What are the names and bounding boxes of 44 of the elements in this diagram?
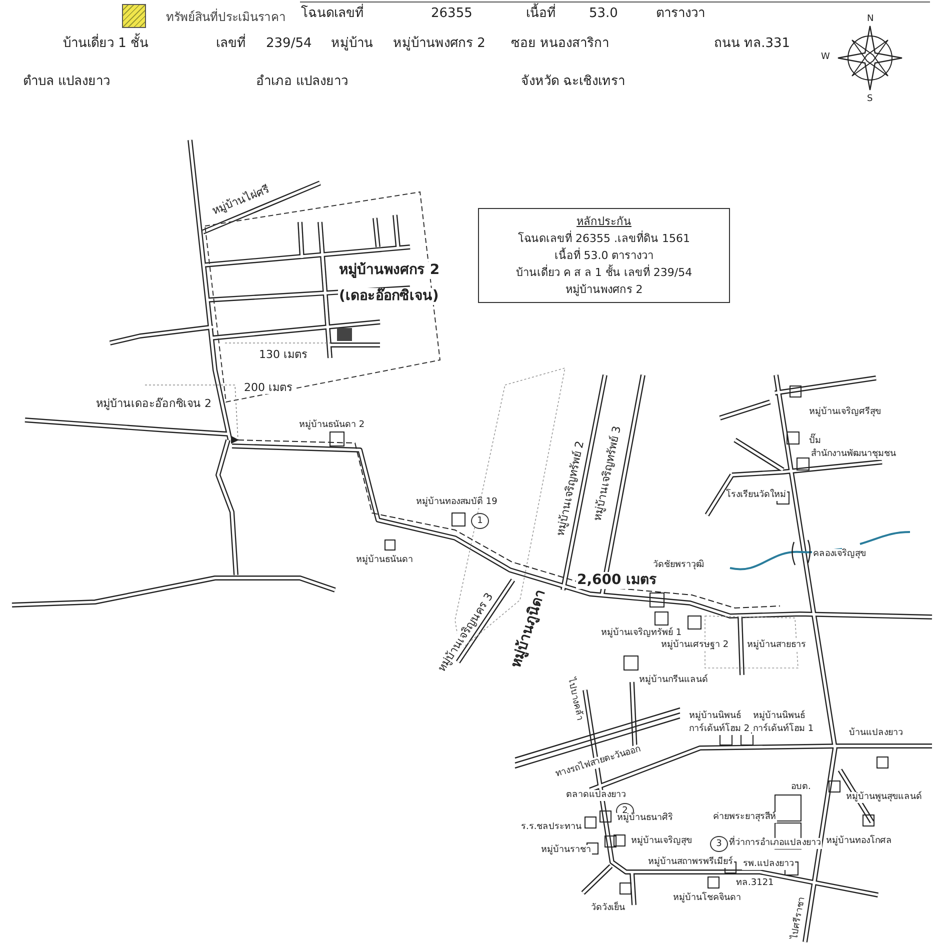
place-label: หมู่บ้านเศรษฐา 2: [660, 640, 730, 651]
place-label: หมู่บ้านทองโกศล: [825, 836, 893, 847]
place-label: หมู่บ้านพูนสุขแลนด์: [845, 792, 923, 803]
legend-text: ทรัพย์สินที่ประเมินราคา: [166, 8, 286, 26]
place-label: หมู่บ้านทองสมบัติ 19: [415, 497, 498, 508]
distance-label: 200 เมตร: [243, 381, 294, 394]
field-label: หมู่บ้าน: [330, 36, 374, 52]
place-label: หมู่บ้านธนาศิริ: [616, 813, 674, 824]
place-label: หมู่บ้านธนันดา 2: [298, 420, 366, 431]
place-label: การ์เด้นท์โฮม 2: [688, 724, 751, 735]
circled-number: 3: [710, 836, 728, 852]
place-label: หมู่บ้านนิพนธ์: [752, 711, 806, 722]
field-value: หมู่บ้านพงศกร 2: [392, 36, 486, 52]
box-heading: หลักประกัน: [576, 214, 632, 230]
place-label: วัดชัยพราวุฒิ: [652, 560, 705, 571]
place-label: สำนักงานพัฒนาชุมชน: [810, 449, 897, 460]
box-text: หมู่บ้านพงศกร 2: [564, 282, 644, 298]
collateral-info-box: [478, 208, 730, 304]
circled-number: 1: [471, 513, 489, 529]
distance-label: 2,600 เมตร: [576, 572, 658, 589]
place-label: รพ.แปลงยาว: [742, 859, 795, 870]
place-label: คลองเจริญสุข: [812, 549, 867, 560]
place-label: หมู่บ้านพงศกร 2: [338, 262, 441, 279]
place-label: (เดอะอ๊อกซิเจน): [338, 288, 440, 305]
place-label: หมู่บ้านกรีนแลนด์: [638, 675, 709, 686]
place-label: หมู่บ้านนิพนธ์: [688, 711, 742, 722]
place-label: ค่ายพระยาสุรสีห์: [712, 812, 777, 823]
place-label: หมู่บ้านเจริญสุข: [630, 836, 693, 847]
place-label: การ์เด้นท์โฮม 1: [752, 724, 815, 735]
place-label: หมู่บ้านเจริญทรัพย์ 1: [600, 628, 683, 639]
box-text: เนื้อที่ 53.0 ตารางวา: [553, 247, 655, 264]
place-label: หมู่บ้านสายธาร: [746, 640, 807, 651]
place-label: ตลาดแปลงยาว: [565, 790, 627, 801]
place-label: หมู่บ้านเดอะอ๊อกซิเจน 2: [95, 397, 212, 410]
box-text: โฉนดเลขที่ 26355 .เลขที่ดิน 1561: [517, 230, 691, 248]
place-label: ที่ว่าการอำเภอแปลงยาว: [728, 838, 822, 849]
place-label: หมู่บ้านธนันดา: [355, 555, 414, 566]
place-label: หมู่บ้านสถาพรพรีเมียร์: [647, 857, 734, 868]
place-label: หมู่บ้านโชคจินดา: [672, 893, 742, 904]
place-label: หมู่บ้านราชา: [540, 845, 592, 856]
box-text: บ้านเดี่ยว ค ส ล 1 ชั้น เลขที่ 239/54: [514, 264, 694, 282]
distance-label: 130 เมตร: [258, 348, 308, 362]
place-label: หมู่บ้านเจริญศรีสุข: [808, 407, 882, 418]
place-label: โรงเรียนวัดใหม่: [725, 490, 787, 501]
